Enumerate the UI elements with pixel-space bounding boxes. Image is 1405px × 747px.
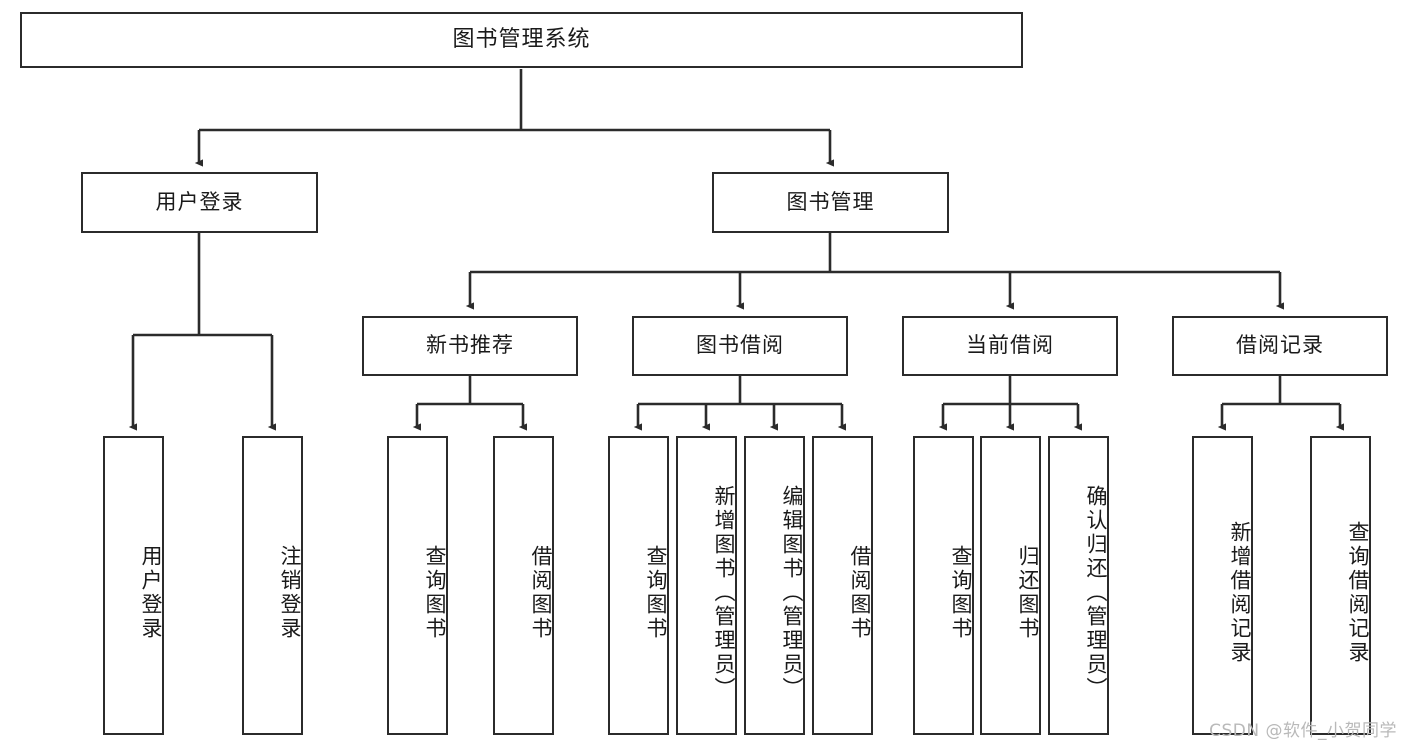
- node-leaf-edit-book-admin[interactable]: 编辑图书（管理员）: [744, 436, 805, 735]
- node-label: 图书管理系统: [452, 26, 591, 52]
- node-current-borrow[interactable]: 当前借阅: [902, 316, 1118, 376]
- node-label: 注销登录: [278, 544, 302, 641]
- node-label: 查询借阅记录: [1346, 520, 1370, 665]
- node-user-login[interactable]: 用户登录: [81, 172, 318, 233]
- node-label: 图书管理: [786, 189, 875, 214]
- node-leaf-user-login[interactable]: 用户登录: [103, 436, 164, 735]
- node-label: 新增图书（管理员）: [712, 484, 736, 701]
- node-label: 借阅图书: [848, 544, 872, 641]
- node-borrow-record[interactable]: 借阅记录: [1172, 316, 1388, 376]
- node-leaf-borrow-book-recommend[interactable]: 借阅图书: [493, 436, 554, 735]
- node-leaf-borrow-book[interactable]: 借阅图书: [812, 436, 873, 735]
- node-label: 查询图书: [949, 544, 973, 641]
- node-label: 查询图书: [644, 544, 668, 641]
- node-leaf-return-book[interactable]: 归还图书: [980, 436, 1041, 735]
- node-label: 借阅图书: [529, 544, 553, 641]
- node-leaf-add-book-admin[interactable]: 新增图书（管理员）: [676, 436, 737, 735]
- node-leaf-query-book-borrow[interactable]: 查询图书: [608, 436, 669, 735]
- csdn-watermark: CSDN @软件_小贺同学: [1209, 721, 1397, 741]
- node-book-management[interactable]: 图书管理: [712, 172, 949, 233]
- node-label: 新增借阅记录: [1228, 520, 1252, 665]
- node-label: 借阅记录: [1236, 333, 1324, 358]
- node-label: 新书推荐: [426, 333, 514, 358]
- node-label: 确认归还（管理员）: [1084, 484, 1108, 701]
- node-leaf-query-book-current[interactable]: 查询图书: [913, 436, 974, 735]
- node-label: 当前借阅: [966, 333, 1054, 358]
- node-label: 查询图书: [423, 544, 447, 641]
- node-leaf-query-borrow-record[interactable]: 查询借阅记录: [1310, 436, 1371, 735]
- node-new-book-recommend[interactable]: 新书推荐: [362, 316, 578, 376]
- node-label: 图书借阅: [696, 333, 784, 358]
- node-leaf-confirm-return-admin[interactable]: 确认归还（管理员）: [1048, 436, 1109, 735]
- node-label: 归还图书: [1016, 544, 1040, 641]
- node-label: 用户登录: [155, 189, 244, 214]
- node-book-borrow[interactable]: 图书借阅: [632, 316, 848, 376]
- node-leaf-logout[interactable]: 注销登录: [242, 436, 303, 735]
- node-root-system[interactable]: 图书管理系统: [20, 12, 1023, 68]
- node-label: 用户登录: [139, 544, 163, 641]
- node-label: 编辑图书（管理员）: [780, 484, 804, 701]
- node-leaf-query-book-recommend[interactable]: 查询图书: [387, 436, 448, 735]
- node-leaf-add-borrow-record[interactable]: 新增借阅记录: [1192, 436, 1253, 735]
